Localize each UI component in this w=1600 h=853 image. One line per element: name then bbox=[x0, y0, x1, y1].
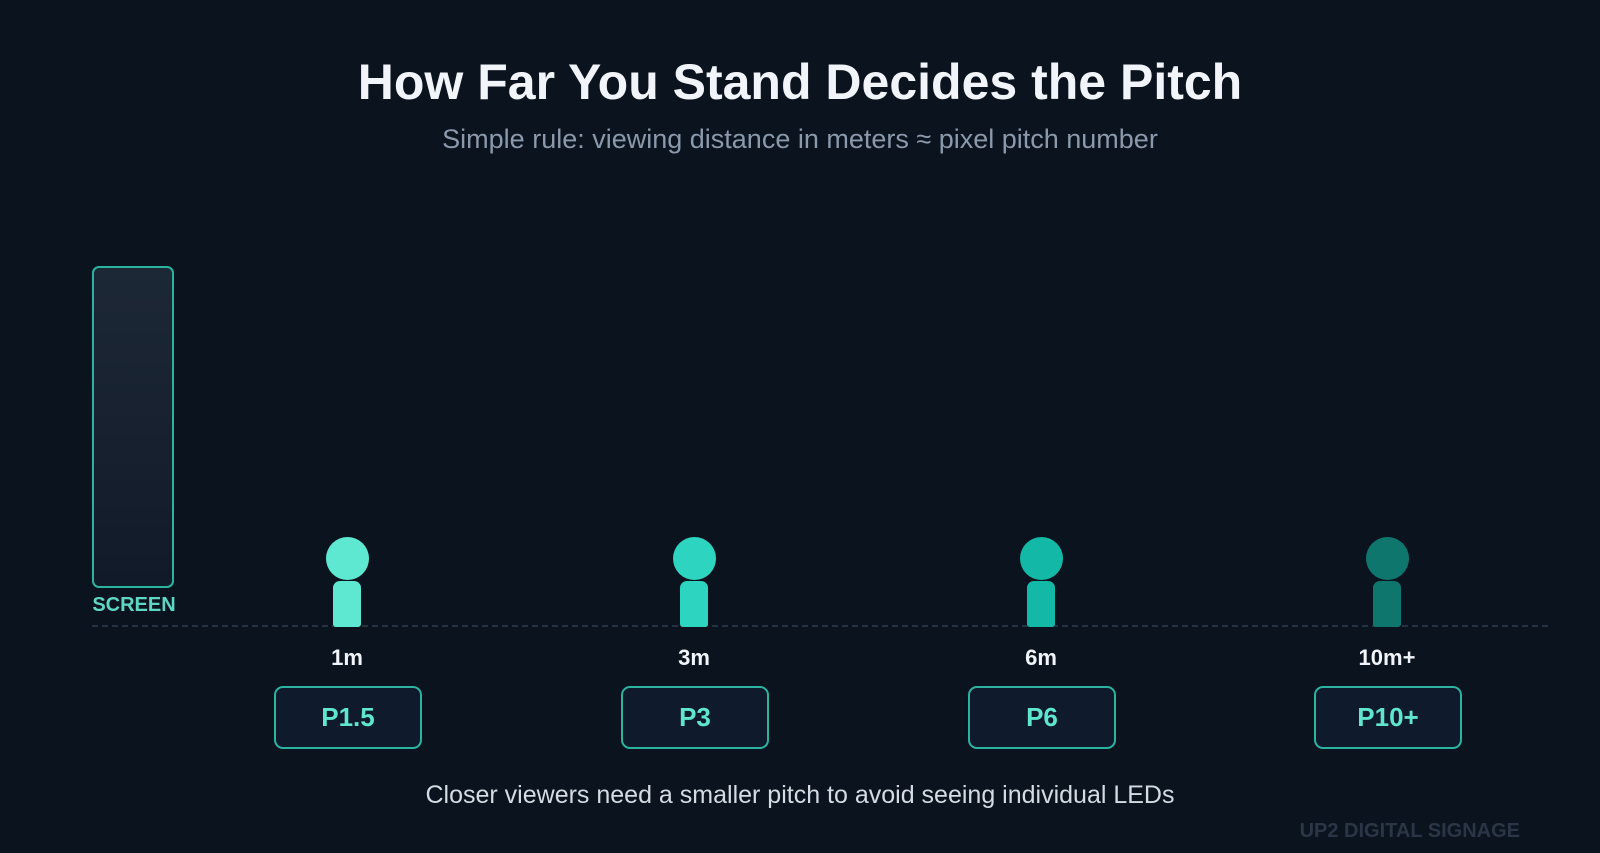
pitch-badge: P10+ bbox=[1314, 686, 1462, 749]
screen-label: SCREEN bbox=[92, 594, 176, 616]
viewer-head-icon bbox=[1020, 537, 1063, 580]
led-screen bbox=[92, 266, 174, 588]
distance-label: 3m bbox=[678, 645, 710, 670]
viewer-station-3: 6m P6 bbox=[961, 537, 1121, 752]
viewer-body-icon bbox=[680, 581, 708, 627]
viewer-head-icon bbox=[1366, 537, 1409, 580]
page-title: How Far You Stand Decides the Pitch bbox=[357, 54, 1243, 110]
pitch-badge: P3 bbox=[621, 686, 769, 749]
viewer-body-icon bbox=[1373, 581, 1401, 627]
viewer-station-4: 10m+ P10+ bbox=[1307, 537, 1467, 752]
page-subtitle: Simple rule: viewing distance in meters … bbox=[442, 124, 1158, 154]
pitch-badge: P6 bbox=[968, 686, 1116, 749]
caption: Closer viewers need a smaller pitch to a… bbox=[425, 781, 1175, 809]
distance-label: 10m+ bbox=[1358, 645, 1416, 670]
brand-watermark: UP2 DIGITAL SIGNAGE bbox=[1299, 820, 1520, 842]
distance-label: 6m bbox=[1025, 645, 1057, 670]
pitch-badge: P1.5 bbox=[274, 686, 422, 749]
viewer-head-icon bbox=[326, 537, 369, 580]
viewer-station-1: 1m P1.5 bbox=[267, 537, 427, 752]
viewer-body-icon bbox=[1027, 581, 1055, 627]
viewer-head-icon bbox=[673, 537, 716, 580]
distance-label: 1m bbox=[331, 645, 363, 670]
viewer-station-2: 3m P3 bbox=[614, 537, 774, 752]
ground-line bbox=[92, 625, 1548, 627]
viewer-body-icon bbox=[333, 581, 361, 627]
